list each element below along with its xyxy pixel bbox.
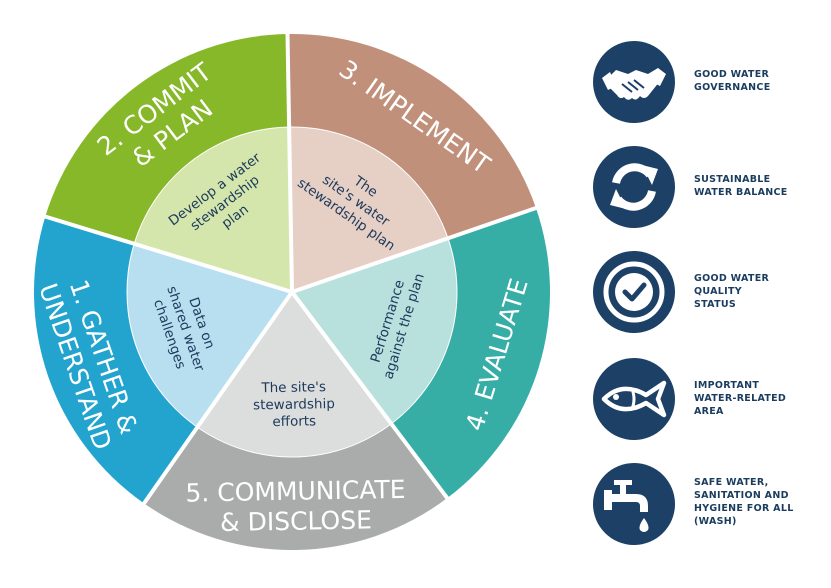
outcome-label: SAFE WATER, SANITATION AND HYGIENE FOR A… (694, 477, 794, 527)
outcome-water-quality: GOOD WATER QUALITY STATUS (592, 250, 822, 334)
outcome-wash: SAFE WATER, SANITATION AND HYGIENE FOR A… (592, 462, 822, 546)
outcome-governance: GOOD WATER GOVERNANCE (592, 40, 822, 124)
wheel-divider (141, 290, 294, 507)
wheel-step-label: 5. COMMUNICATE& DISCLOSE (185, 475, 406, 537)
fish-icon (593, 358, 675, 440)
wheel-divider (290, 290, 451, 501)
inner-ring-edge (126, 126, 458, 458)
wheel-step-label-line: & DISCLOSE (220, 505, 372, 537)
wheel-divider (42, 214, 293, 294)
outcome-label: SUSTAINABLE WATER BALANCE (694, 174, 788, 198)
wheel-segment-inner (134, 127, 292, 292)
water-tap-icon (593, 463, 675, 545)
handshake-icon (593, 41, 675, 123)
wheel-step-label-line: 5. COMMUNICATE (185, 475, 406, 508)
wheel-divider (291, 205, 539, 294)
wheel-step-description-line: efforts (272, 413, 316, 430)
outcome-label: GOOD WATER GOVERNANCE (694, 69, 771, 93)
wheel-segment-inner (292, 238, 457, 424)
wheel-segment-inner (126, 243, 292, 428)
outcome-label: IMPORTANT WATER-RELATED AREA (694, 380, 787, 417)
wheel-segment-inner (197, 292, 392, 457)
wheel-divider (285, 32, 294, 293)
wheel-step-description-line: The site's (260, 379, 326, 396)
quality-check-icon (593, 251, 675, 333)
outcome-water-balance: SUSTAINABLE WATER BALANCE (592, 145, 822, 229)
water-cycle-icon (593, 146, 675, 228)
outcome-water-area: IMPORTANT WATER-RELATED AREA (592, 357, 822, 441)
wheel-step-description-line: stewardship (253, 396, 335, 413)
outcome-label: GOOD WATER QUALITY STATUS (694, 273, 770, 310)
